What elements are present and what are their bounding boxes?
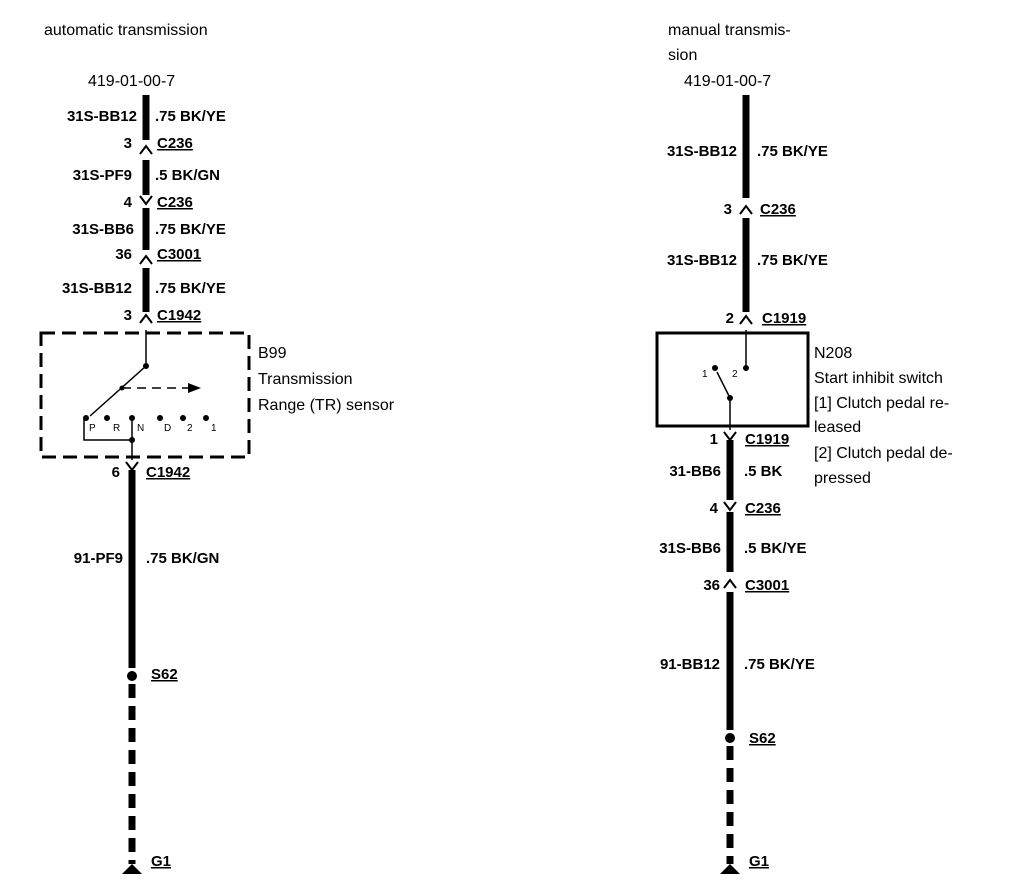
manual-conn1-name: C236 bbox=[760, 201, 796, 218]
auto-component-id: B99 bbox=[258, 345, 287, 362]
pos-label-1: 1 bbox=[211, 423, 217, 434]
auto-seg5-wire: .75 BK/GN bbox=[146, 550, 219, 567]
manual-transmission-circuit: manual transmis- sion 419-01-00-7 31S-BB… bbox=[655, 22, 953, 874]
manual-seg1-wire: .75 BK/YE bbox=[757, 143, 828, 160]
manual-ground-icon bbox=[720, 864, 740, 874]
auto-conn1-name: C236 bbox=[157, 135, 193, 152]
manual-component-box bbox=[655, 331, 810, 428]
auto-seg3-circuit: 31S-BB6 bbox=[72, 221, 134, 238]
auto-seg2-wire: .5 BK/GN bbox=[155, 167, 220, 184]
manual-seg3-wire: .5 BK bbox=[744, 463, 783, 480]
pos-label-p: P bbox=[89, 423, 96, 434]
pos-label-2: 2 bbox=[187, 423, 193, 434]
pos-label-n: N bbox=[137, 423, 144, 434]
auto-conn5-name: C1942 bbox=[146, 464, 190, 481]
manual-conn3-pin: 1 bbox=[710, 431, 718, 448]
auto-seg4-wire: .75 BK/YE bbox=[155, 280, 226, 297]
auto-reference: 419-01-00-7 bbox=[88, 73, 175, 90]
auto-ground-label: G1 bbox=[151, 853, 171, 870]
auto-heading: automatic transmission bbox=[44, 22, 208, 39]
manual-connector-c1919-top bbox=[739, 314, 753, 325]
manual-conn5-pin: 36 bbox=[703, 577, 720, 594]
manual-seg2-wire: .75 BK/YE bbox=[757, 252, 828, 269]
auto-connector-c236-b bbox=[139, 195, 153, 206]
manual-component-line3: leased bbox=[814, 419, 861, 436]
auto-component-line2: Range (TR) sensor bbox=[258, 397, 395, 414]
auto-component-line1: Transmission bbox=[258, 371, 353, 388]
manual-connector-c3001 bbox=[723, 578, 737, 589]
manual-heading-line2: sion bbox=[668, 47, 697, 64]
auto-component-box bbox=[39, 331, 251, 459]
manual-component-line1: Start inhibit switch bbox=[814, 370, 943, 387]
manual-component-id: N208 bbox=[814, 345, 852, 362]
pos-label-d: D bbox=[164, 423, 171, 434]
manual-component-line4: [2] Clutch pedal de- bbox=[814, 445, 953, 462]
inhibit-switch bbox=[712, 330, 749, 430]
manual-conn5-name: C3001 bbox=[745, 577, 789, 594]
auto-seg2-circuit: 31S-PF9 bbox=[73, 167, 132, 184]
manual-connector-c236-b bbox=[723, 501, 737, 512]
manual-connector-c1919-bottom bbox=[723, 431, 737, 442]
manual-reference: 419-01-00-7 bbox=[684, 73, 771, 90]
auto-seg3-wire: .75 BK/YE bbox=[155, 221, 226, 238]
manual-component-line5: pressed bbox=[814, 470, 871, 487]
auto-splice-label: S62 bbox=[151, 666, 178, 683]
manual-seg4-circuit: 31S-BB6 bbox=[659, 540, 721, 557]
manual-conn1-pin: 3 bbox=[724, 201, 732, 218]
auto-conn2-pin: 4 bbox=[124, 194, 133, 211]
manual-seg5-circuit: 91-BB12 bbox=[660, 656, 720, 673]
manual-seg5-wire: .75 BK/YE bbox=[744, 656, 815, 673]
auto-ground-icon bbox=[122, 864, 142, 874]
auto-conn3-name: C3001 bbox=[157, 246, 201, 263]
manual-connector-c236-a bbox=[739, 204, 753, 215]
auto-connector-c3001 bbox=[139, 254, 153, 265]
auto-connector-c1942-top bbox=[139, 313, 153, 324]
manual-seg1-circuit: 31S-BB12 bbox=[667, 143, 737, 160]
manual-component-line2: [1] Clutch pedal re- bbox=[814, 395, 949, 412]
pos-label-r: R bbox=[113, 423, 120, 434]
auto-conn1-pin: 3 bbox=[124, 135, 132, 152]
auto-seg5-circuit: 91-PF9 bbox=[74, 550, 123, 567]
manual-seg3-circuit: 31-BB6 bbox=[669, 463, 721, 480]
auto-conn4-pin: 3 bbox=[124, 307, 132, 324]
manual-seg2-circuit: 31S-BB12 bbox=[667, 252, 737, 269]
manual-splice-dot bbox=[725, 733, 735, 743]
auto-conn2-name: C236 bbox=[157, 194, 193, 211]
switch-pos-1: 1 bbox=[702, 369, 708, 380]
manual-conn3-name: C1919 bbox=[745, 431, 789, 448]
manual-ground-label: G1 bbox=[749, 853, 769, 870]
manual-heading-line1: manual transmis- bbox=[668, 22, 791, 39]
selector-arrow-icon bbox=[188, 383, 201, 393]
auto-transmission-circuit: automatic transmission 419-01-00-7 31S-B… bbox=[39, 22, 395, 874]
manual-conn4-name: C236 bbox=[745, 500, 781, 517]
auto-seg1-circuit: 31S-BB12 bbox=[67, 108, 137, 125]
manual-conn2-pin: 2 bbox=[726, 310, 734, 327]
auto-splice-dot bbox=[127, 671, 137, 681]
range-selector-switch bbox=[83, 330, 209, 460]
manual-splice-label: S62 bbox=[749, 730, 776, 747]
auto-connector-c236-a bbox=[139, 144, 153, 155]
switch-pos-2: 2 bbox=[732, 369, 738, 380]
auto-conn4-name: C1942 bbox=[157, 307, 201, 324]
manual-conn4-pin: 4 bbox=[710, 500, 719, 517]
auto-connector-c1942-bottom bbox=[125, 461, 139, 472]
manual-conn2-name: C1919 bbox=[762, 310, 806, 327]
auto-conn3-pin: 36 bbox=[115, 246, 132, 263]
manual-seg4-wire: .5 BK/YE bbox=[744, 540, 807, 557]
auto-seg1-wire: .75 BK/YE bbox=[155, 108, 226, 125]
auto-seg4-circuit: 31S-BB12 bbox=[62, 280, 132, 297]
auto-conn5-pin: 6 bbox=[112, 464, 120, 481]
